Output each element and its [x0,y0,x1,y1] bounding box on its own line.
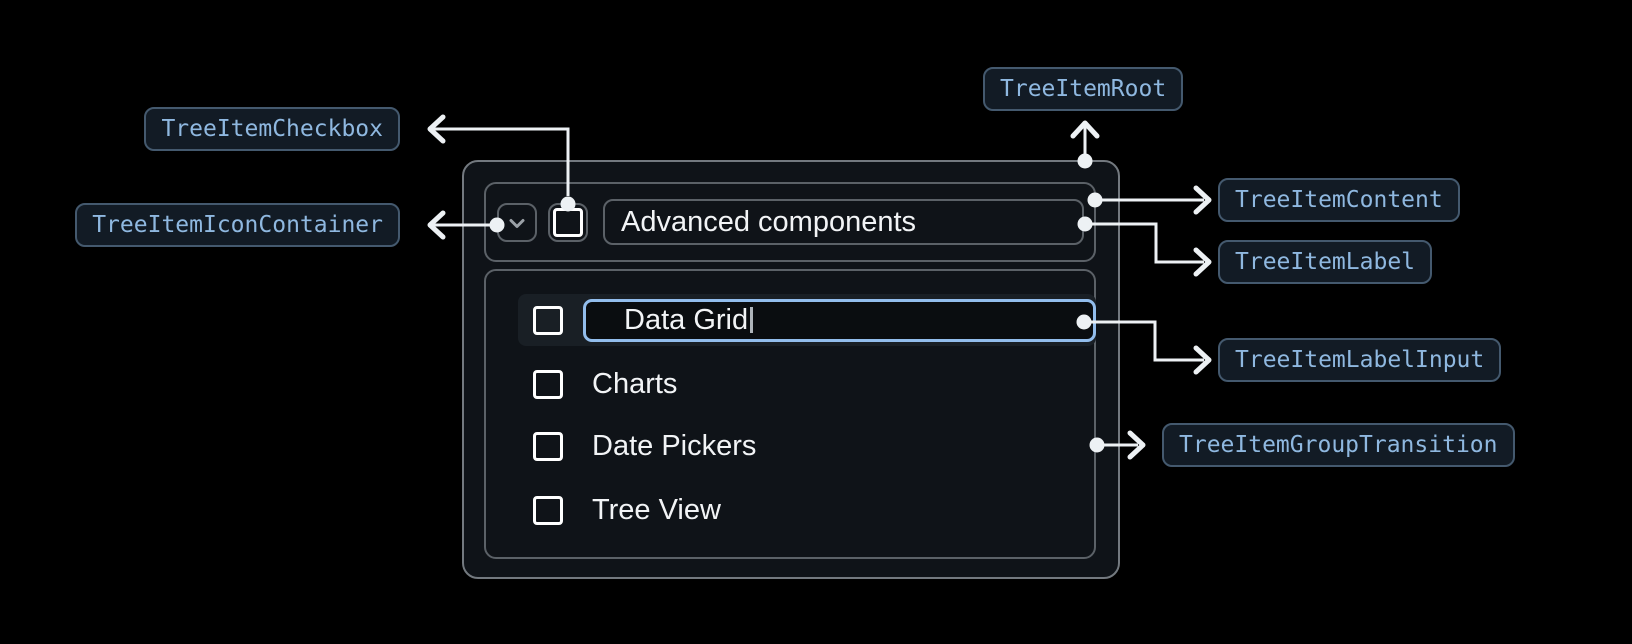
annotation-tree-item-group-transition: TreeItemGroupTransition [1162,423,1515,467]
tree-item-row[interactable]: Date Pickers [518,420,1096,472]
tree-item-row[interactable]: Charts [518,358,1096,410]
tree-item-group-transition [484,269,1096,559]
tree-item-label: Charts [592,367,678,400]
annotation-tree-item-label-input: TreeItemLabelInput [1218,338,1502,382]
tree-item-label: Advanced components [603,199,1084,245]
parent-item-label: Advanced components [621,205,917,238]
tree-item-label: Tree View [592,493,721,526]
annotation-tree-item-content: TreeItemContent [1218,178,1460,222]
checkbox-unchecked-icon[interactable] [533,495,563,525]
checkbox-unchecked-icon [553,208,583,237]
tree-item-checkbox[interactable] [548,203,588,242]
tree-item-label: Date Pickers [592,429,757,462]
tree-item-row[interactable]: Tree View [518,484,1096,536]
annotation-tree-item-icon-container: TreeItemIconContainer [75,203,400,247]
chevron-down-icon [505,211,529,235]
text-cursor [750,307,754,333]
checkbox-unchecked-icon[interactable] [533,431,563,461]
annotation-tree-item-label: TreeItemLabel [1218,240,1433,284]
annotation-tree-item-checkbox: TreeItemCheckbox [144,107,400,151]
checkbox-unchecked-icon[interactable] [533,305,563,335]
tree-item-editing-row[interactable]: Data Grid [518,294,1096,346]
annotation-tree-item-root: TreeItemRoot [983,67,1184,111]
tree-item-label-input[interactable]: Data Grid [583,298,1096,342]
label-input-value: Data Grid [624,303,749,336]
tree-item-icon-container[interactable] [497,203,537,242]
checkbox-unchecked-icon[interactable] [533,369,563,399]
